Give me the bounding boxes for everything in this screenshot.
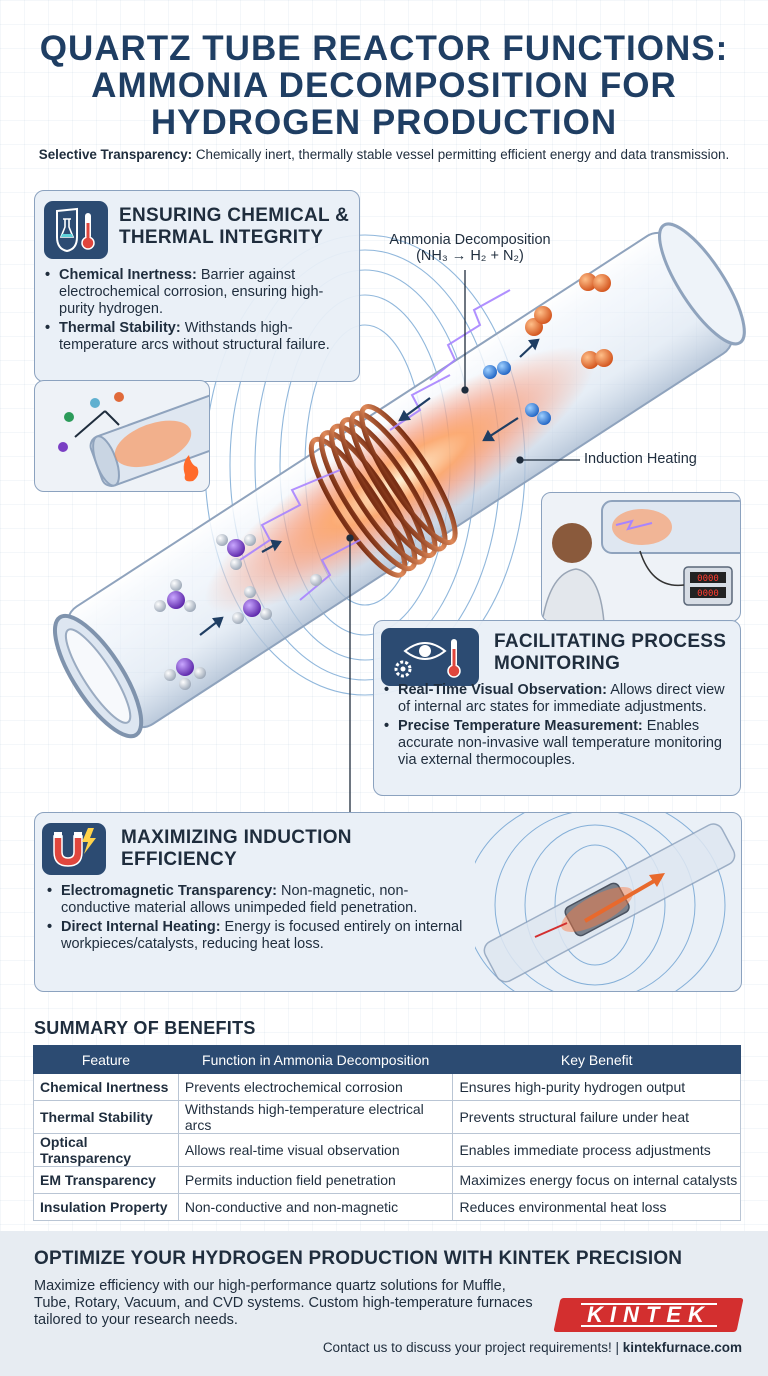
table-cell: Prevents structural failure under heat — [452, 1100, 741, 1134]
contact-text: Contact us to discuss your project requi… — [322, 1340, 623, 1355]
table-cell: Prevents electrochemical corrosion — [177, 1073, 454, 1101]
magnet-lightning-icon — [42, 823, 106, 875]
flow-arrows — [199, 338, 540, 636]
footer-banner: OPTIMIZE YOUR HYDROGEN PRODUCTION WITH K… — [0, 1231, 768, 1376]
page-subtitle: Selective Transparency: Chemically inert… — [0, 147, 768, 162]
ammonia-annotation-title: Ammonia Decomposition — [389, 232, 551, 248]
monitoring-detail-inset: 0000 0000 — [541, 492, 741, 622]
contact-line: Contact us to discuss your project requi… — [323, 1340, 742, 1355]
observer-head — [552, 523, 592, 563]
header-feature: Feature — [33, 1045, 179, 1074]
table-cell: Maximizes energy focus on internal catal… — [452, 1166, 741, 1194]
tube-right-end — [658, 222, 746, 346]
integrity-bullets: Chemical Inertness: Barrier against elec… — [45, 267, 345, 356]
subtitle-label: Selective Transparency: — [38, 147, 193, 162]
thermo-line-2: 0000 — [697, 589, 719, 599]
annotation-pointers — [346, 270, 580, 812]
website-link[interactable]: kintekfurnace.com — [622, 1340, 742, 1355]
induction-panel: MAXIMIZING INDUCTION EFFICIENCY Electrom… — [34, 812, 742, 992]
bullet-thermal-stability: Thermal Stability: Withstands high-tempe… — [45, 320, 345, 354]
corrosion-detail-inset — [34, 380, 210, 492]
thermo-line-1: 0000 — [697, 574, 719, 584]
table-row: Insulation Property Non-conductive and n… — [33, 1193, 741, 1221]
integrity-panel-title: ENSURING CHEMICAL & THERMAL INTEGRITY — [119, 205, 350, 248]
bullet-visual-observation: Real-Time Visual Observation: Allows dir… — [384, 682, 734, 716]
summary-title: SUMMARY OF BENEFITS — [34, 1018, 256, 1038]
induction-heating-annotation: Induction Heating — [584, 451, 697, 467]
flame-icon — [183, 455, 199, 482]
bullet-chemical-inertness: Chemical Inertness: Barrier against elec… — [45, 267, 345, 318]
kintek-logo[interactable]: KINTEK — [553, 1298, 744, 1332]
product-molecules — [483, 273, 613, 425]
footer-text: Maximize efficiency with our high-perfor… — [34, 1278, 533, 1328]
table-cell: Ensures high-purity hydrogen output — [452, 1073, 741, 1101]
induction-coil — [308, 404, 458, 578]
table-row: EM Transparency Permits induction field … — [33, 1166, 741, 1194]
summary-header-row: Feature Function in Ammonia Decompositio… — [33, 1045, 741, 1074]
monitoring-panel-title: FACILITATING PROCESS MONITORING — [494, 631, 727, 674]
induction-panel-title: MAXIMIZING INDUCTION EFFICIENCY — [121, 827, 352, 870]
header-key-benefit: Key Benefit — [452, 1045, 741, 1074]
monitoring-panel: FACILITATING PROCESS MONITORING Real-Tim… — [373, 620, 741, 796]
table-cell: Optical Transparency — [33, 1133, 179, 1167]
page-title: QUARTZ TUBE REACTOR FUNCTIONS: AMMONIA D… — [39, 29, 729, 142]
bullet-em-transparency: Electromagnetic Transparency: Non-magnet… — [47, 883, 467, 917]
hot-zone-glow — [204, 346, 596, 614]
bullet-temperature-measurement: Precise Temperature Measurement: Enables… — [384, 718, 734, 769]
table-cell: Insulation Property — [33, 1193, 179, 1221]
table-cell: Chemical Inertness — [33, 1073, 179, 1101]
summary-table: Feature Function in Ammonia Decompositio… — [33, 1045, 741, 1221]
footer-title: OPTIMIZE YOUR HYDROGEN PRODUCTION WITH K… — [34, 1248, 683, 1269]
monitoring-bullets: Real-Time Visual Observation: Allows dir… — [384, 682, 734, 771]
table-cell: Withstands high-temperature electrical a… — [177, 1100, 454, 1134]
quartz-tube — [52, 222, 746, 739]
subtitle-text: Chemically inert, thermally stable vesse… — [192, 147, 730, 162]
table-cell: Allows real-time visual observation — [177, 1133, 454, 1167]
table-cell: Permits induction field penetration — [177, 1166, 454, 1194]
eye-gear-thermometer-icon — [381, 628, 479, 686]
ammonia-decomposition-annotation: Ammonia Decomposition (NH₃ → H₂ + N₂) — [380, 232, 560, 264]
field-penetration-illustration — [475, 813, 736, 991]
flask-thermometer-shield-icon — [44, 201, 108, 259]
quartz-tube-illustration — [52, 222, 746, 812]
integrity-panel: ENSURING CHEMICAL & THERMAL INTEGRITY Ch… — [34, 190, 360, 382]
table-cell: Reduces environmental heat loss — [452, 1193, 741, 1221]
header-function: Function in Ammonia Decomposition — [177, 1045, 454, 1074]
table-cell: Enables immediate process adjustments — [452, 1133, 741, 1167]
ammonia-molecules — [154, 534, 322, 690]
table-row: Chemical Inertness Prevents electrochemi… — [33, 1073, 741, 1101]
table-row: Optical Transparency Allows real-time vi… — [33, 1133, 741, 1167]
table-cell: Thermal Stability — [33, 1100, 179, 1134]
bullet-direct-internal-heating: Direct Internal Heating: Energy is focus… — [47, 919, 467, 953]
table-row: Thermal Stability Withstands high-temper… — [33, 1100, 741, 1134]
table-cell: Non-conductive and non-magnetic — [177, 1193, 454, 1221]
ammonia-annotation-formula: (NH₃ → H₂ + N₂) — [416, 248, 524, 264]
table-cell: EM Transparency — [33, 1166, 179, 1194]
induction-bullets: Electromagnetic Transparency: Non-magnet… — [47, 883, 467, 955]
